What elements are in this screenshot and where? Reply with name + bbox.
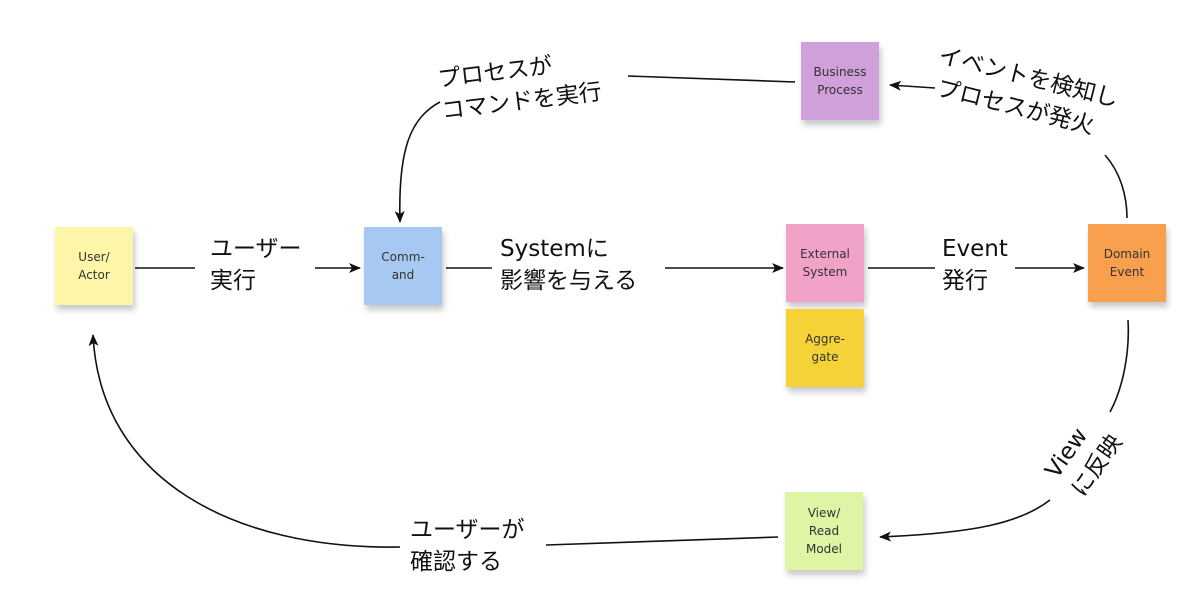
label-user-confirm-line2: 確認する bbox=[410, 549, 502, 575]
arrow-domain-event-to-view-read-model-head bbox=[879, 499, 1051, 542]
sticky-external-system[interactable]: External System bbox=[786, 224, 864, 302]
sticky-user-actor[interactable]: User/ Actor bbox=[55, 227, 133, 305]
arrow-view-read-model-to-user-head bbox=[88, 334, 401, 548]
arrow-domain-event-to-view-read-model bbox=[1109, 319, 1130, 413]
sticky-command-label: Comm- and bbox=[381, 250, 425, 282]
sticky-command[interactable]: Comm- and bbox=[364, 227, 442, 305]
sticky-external-system-label: External System bbox=[800, 247, 850, 279]
label-event-issue-line1: Event bbox=[942, 236, 1008, 262]
label-system-affect: Systemに 影響を与える bbox=[500, 233, 637, 297]
sticky-aggregate[interactable]: Aggre- gate bbox=[786, 309, 864, 387]
sticky-view-read-model-label: View/ Read Model bbox=[805, 506, 843, 556]
sticky-business-process-label: Business Process bbox=[813, 65, 867, 97]
sticky-user-actor-label: User/ Actor bbox=[78, 250, 110, 282]
arrow-view-read-model-to-user bbox=[545, 536, 779, 546]
label-system-affect-line1: Systemに bbox=[500, 236, 609, 262]
label-system-affect-line2: 影響を与える bbox=[500, 268, 638, 294]
arrow-domain-event-to-business-process-head bbox=[889, 80, 936, 91]
label-user-execute: ユーザー 実行 bbox=[210, 233, 302, 297]
sticky-domain-event[interactable]: Domain Event bbox=[1088, 224, 1166, 302]
arrow-business-process-to-command-head bbox=[394, 101, 441, 223]
label-user-execute-line1: ユーザー bbox=[210, 236, 302, 262]
sticky-domain-event-label: Domain Event bbox=[1103, 247, 1151, 279]
label-user-execute-line2: 実行 bbox=[210, 268, 256, 294]
sticky-view-read-model[interactable]: View/ Read Model bbox=[785, 492, 863, 570]
sticky-aggregate-label: Aggre- gate bbox=[805, 332, 845, 364]
label-user-confirm: ユーザーが 確認する bbox=[410, 514, 525, 578]
label-user-confirm-line1: ユーザーが bbox=[410, 517, 525, 543]
arrow-business-process-to-command bbox=[627, 75, 796, 83]
label-event-issue: Event 発行 bbox=[942, 233, 1008, 297]
label-event-issue-line2: 発行 bbox=[942, 268, 988, 294]
arrow-domain-event-to-business-process bbox=[1104, 154, 1128, 219]
sticky-business-process[interactable]: Business Process bbox=[801, 42, 879, 120]
